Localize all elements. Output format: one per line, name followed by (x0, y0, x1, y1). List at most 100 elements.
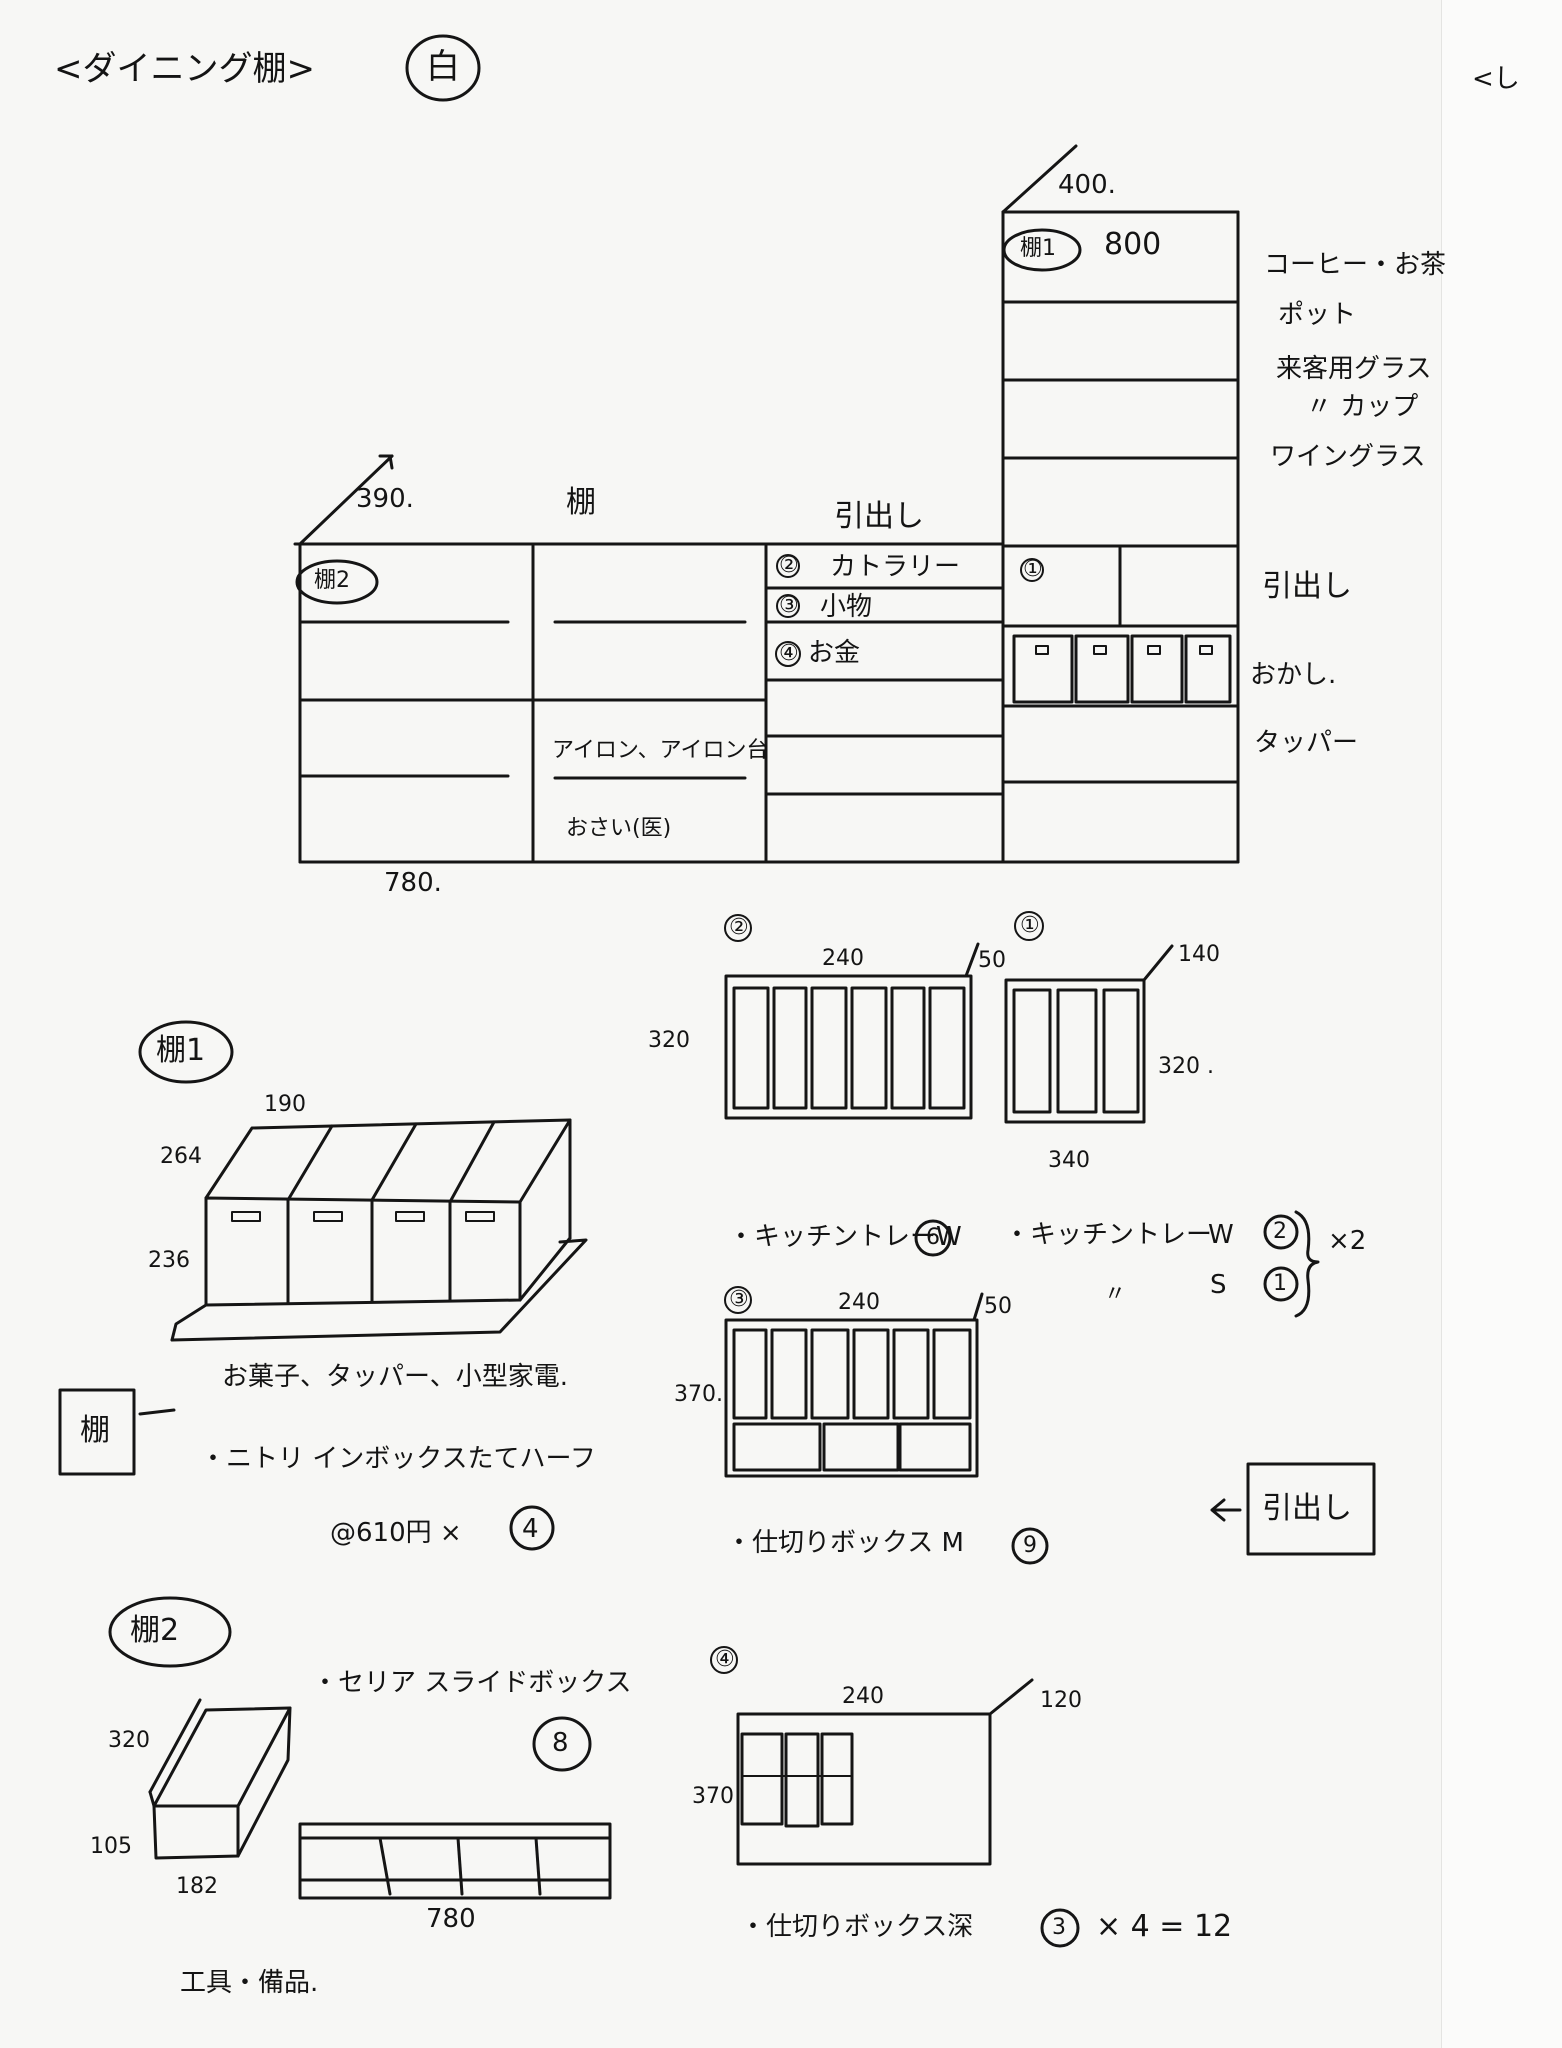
tall-unit-outline (1001, 144, 1240, 864)
low-header-drawer: 引出し (834, 499, 924, 534)
tray1-drawing (1004, 944, 1174, 1124)
tall-unit-depth: 400. (1058, 170, 1116, 200)
page-title: <ダイニング棚> (54, 49, 315, 89)
tall-unit-item-2: ポット (1278, 300, 1357, 330)
tray-brace (1294, 1210, 1320, 1318)
box3-width: 240 (838, 1290, 880, 1315)
shelf1-qty-circle (509, 1505, 555, 1551)
right-label-drawer: 引出し (1262, 569, 1352, 604)
tray2-num-circle (724, 914, 752, 942)
slide-box-drawing (148, 1698, 292, 1860)
box4-height: 370 (692, 1784, 734, 1809)
box4-drawing (736, 1678, 1034, 1866)
drawer-4-label: お金 (808, 638, 861, 668)
tray1-num: ① (1020, 913, 1040, 938)
shelf1-qty: 4 (522, 1514, 539, 1544)
box4-caption: ・仕切りボックス深 (740, 1912, 974, 1942)
shelf1-dim-height: 236 (148, 1248, 190, 1273)
shelf2-dim-height: 105 (90, 1834, 132, 1859)
tray-note-line1: ・キッチントレー (1004, 1220, 1213, 1250)
drawer-2-circle (776, 554, 800, 578)
tray2-qty: 6 (926, 1225, 940, 1250)
tray-note-w-qty: 2 (1273, 1219, 1287, 1244)
drawer-2-num: ② (779, 553, 799, 578)
box4-formula: × 4 = 12 (1096, 1909, 1233, 1944)
box3-gap: 50 (984, 1294, 1012, 1319)
shelf2-qty: 8 (552, 1728, 569, 1758)
box4-qty-circle (1040, 1908, 1080, 1948)
tray-note-w: W (1208, 1220, 1234, 1250)
right-label-snacks: おかし. (1250, 660, 1337, 690)
tray-note-multiplier: ×2 (1328, 1226, 1367, 1256)
box3-num-circle (724, 1286, 752, 1314)
snack-boxes (1012, 634, 1232, 704)
tall-unit-item-5: ワイングラス (1270, 442, 1426, 472)
low-unit-label: 棚2 (314, 568, 350, 593)
shelf-tag-arrow (138, 1408, 176, 1416)
shelf2-label: 棚2 (130, 1613, 180, 1648)
drawer-4-circle (775, 641, 801, 667)
low-header-shelf: 棚 (566, 485, 596, 520)
shelf1-price: @610円 × (330, 1518, 462, 1548)
shelf1-dim-top: 190 (264, 1092, 306, 1117)
shelf2-qty-circle (532, 1716, 592, 1772)
low-unit-label-circle (295, 559, 379, 605)
tray2-num: ② (729, 915, 749, 940)
shelf1-box-drawing (170, 1118, 588, 1342)
box3-height: 370. (674, 1382, 723, 1407)
shelf1-label-circle (138, 1020, 234, 1084)
drawer-tag: 引出し (1262, 1491, 1352, 1526)
box3-qty: 9 (1023, 1533, 1037, 1558)
drawer-1-circle (1020, 558, 1044, 582)
tray-note-s-qty: 1 (1273, 1271, 1287, 1296)
drawer-3-circle (776, 594, 800, 618)
box3-num: ③ (729, 1287, 749, 1312)
shelf-item-iron: アイロン、アイロン台 (552, 738, 769, 763)
box4-num-circle (710, 1646, 738, 1674)
slide-box-row-drawing (298, 1822, 612, 1900)
tray2-width: 240 (822, 946, 864, 971)
shelf1-product: ・ニトリ インボックスたてハーフ (200, 1444, 596, 1474)
tall-unit-item-3: 来客用グラス (1276, 354, 1432, 384)
shelf2-row-width: 780 (426, 1904, 476, 1934)
tray1-width: 340 (1048, 1148, 1090, 1173)
tall-unit-label: 棚1 (1020, 236, 1056, 261)
box3-qty-circle (1011, 1527, 1049, 1565)
tray2-qty-circle (914, 1219, 952, 1257)
shelf1-dim-depth: 264 (160, 1144, 202, 1169)
tray-s-qty-circle (1263, 1266, 1299, 1302)
shelf-tag-box (58, 1388, 136, 1476)
next-page-text: <し (1472, 64, 1520, 94)
tray1-height: 320 . (1158, 1054, 1214, 1079)
tall-unit-label-circle (1002, 228, 1082, 272)
color-badge-circle (405, 34, 481, 102)
color-badge: 白 (426, 47, 460, 87)
shelf1-label: 棚1 (156, 1033, 206, 1068)
tray2-caption: ・キッチントレーW (728, 1222, 962, 1252)
tall-unit-item-1: コーヒー・お茶 (1264, 250, 1447, 280)
box4-num: ④ (715, 1647, 735, 1672)
shelf2-dim-depth: 320 (108, 1728, 150, 1753)
box3-caption: ・仕切りボックス M (726, 1528, 964, 1558)
tall-unit-width: 800 (1104, 227, 1162, 262)
low-unit-depth: 390. (356, 484, 414, 514)
shelf-tag: 棚 (80, 1413, 110, 1448)
shelf2-contents: 工具・備品. (180, 1968, 319, 1998)
next-page-edge: <し (1441, 0, 1562, 2048)
shelf2-label-circle (108, 1596, 232, 1668)
low-unit-width: 780. (384, 868, 442, 898)
drawer-2-label: カトラリー (830, 552, 961, 582)
tall-unit-item-4: 〃 カップ (1306, 392, 1419, 422)
tray2-drawing (724, 942, 980, 1120)
drawer-3-label: 小物 (820, 592, 873, 622)
shelf-item-medicine: おさい(医) (566, 816, 672, 841)
tray2-gap: 50 (978, 948, 1006, 973)
box4-qty: 3 (1052, 1915, 1066, 1940)
tray-note-s: S (1210, 1270, 1227, 1300)
box4-corner: 120 (1040, 1688, 1082, 1713)
shelf2-product: ・セリア スライドボックス (312, 1668, 632, 1698)
tray1-corner: 140 (1178, 942, 1220, 967)
tray-note-s-mark: 〃 (1104, 1282, 1127, 1307)
drawer-3-num: ③ (779, 593, 799, 618)
drawer-1-num: ① (1023, 557, 1043, 582)
